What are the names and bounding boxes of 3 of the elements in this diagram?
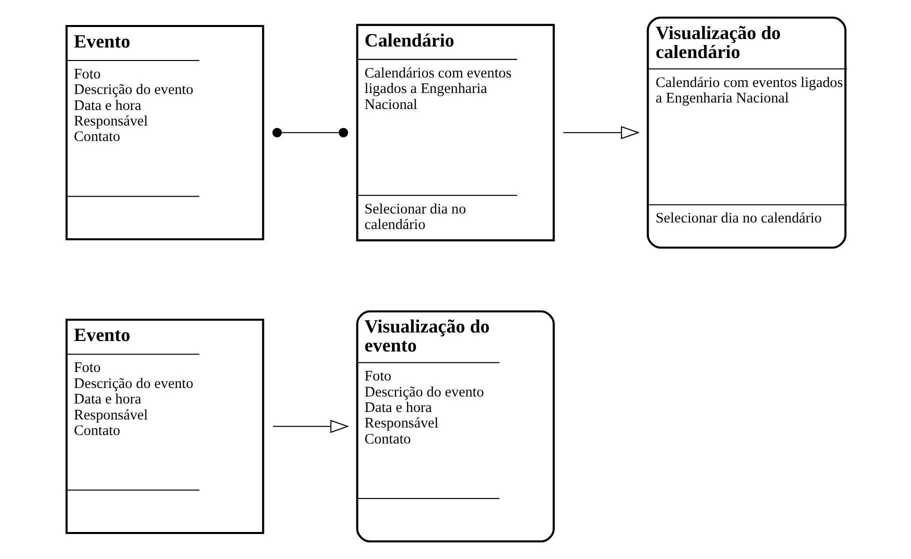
arrow: [272, 420, 349, 433]
connector: [272, 128, 348, 138]
arrow: [562, 126, 640, 140]
